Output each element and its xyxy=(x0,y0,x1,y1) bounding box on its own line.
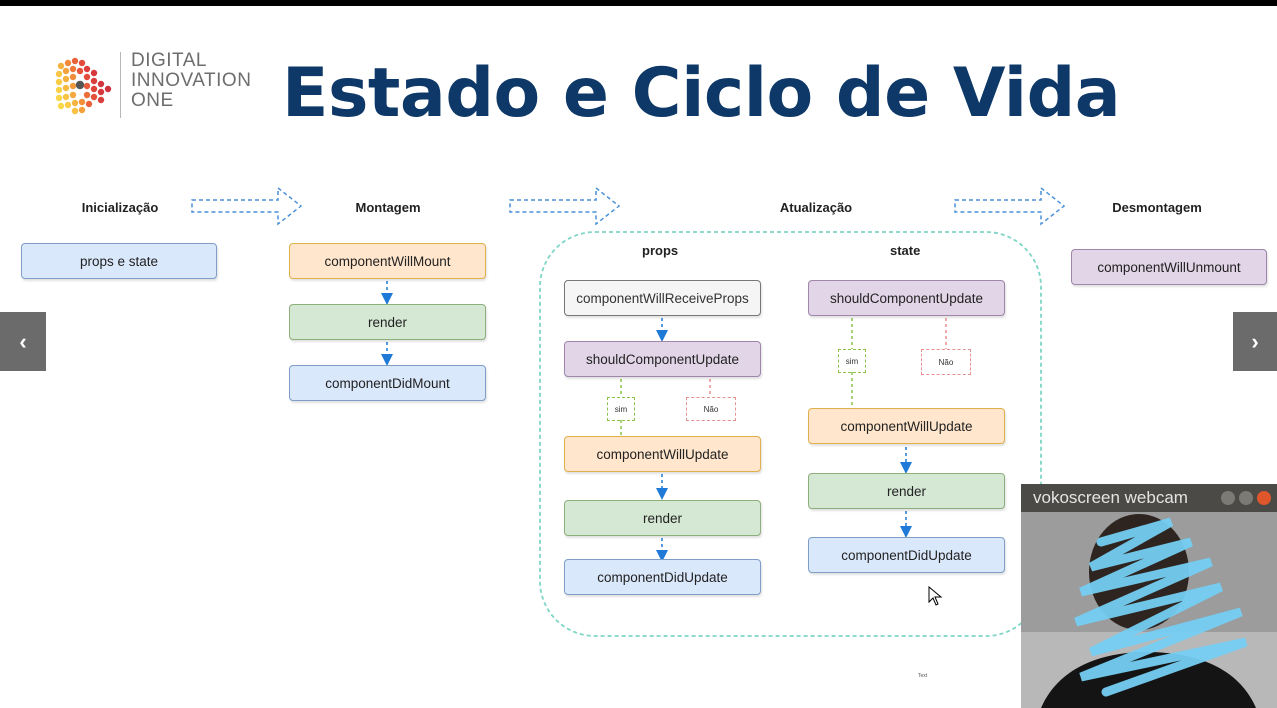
phase-label-mount: Montagem xyxy=(355,200,421,215)
state-box-should-update: shouldComponentUpdate xyxy=(808,280,1005,316)
props-box-should-update: shouldComponentUpdate xyxy=(564,341,761,377)
mount-box-render: render xyxy=(289,304,486,340)
slide-title: Estado e Ciclo de Vida xyxy=(282,54,1121,133)
webcam-title: vokoscreen webcam xyxy=(1033,488,1188,507)
props-box-will-receive-props: componentWillReceiveProps xyxy=(564,280,761,316)
update-props-label: props xyxy=(642,243,679,258)
logo-line-3: ONE xyxy=(131,90,174,111)
state-box-render: render xyxy=(808,473,1005,509)
diagram-connectors xyxy=(191,186,1066,637)
webcam-feed xyxy=(1021,512,1277,708)
close-icon[interactable] xyxy=(1257,491,1271,505)
mount-box-did-mount: componentDidMount xyxy=(289,365,486,401)
logo-line-2: INNOVATION xyxy=(131,70,252,91)
update-group-border xyxy=(539,231,1042,637)
webcam-titlebar[interactable]: vokoscreen webcam xyxy=(1021,484,1277,512)
props-sim-tag: sim xyxy=(607,397,635,421)
state-box-will-update: componentWillUpdate xyxy=(808,408,1005,444)
update-state-label: state xyxy=(890,243,921,258)
phase-label-init: Inicialização xyxy=(81,200,159,215)
props-box-did-update: componentDidUpdate xyxy=(564,559,761,595)
props-box-will-update: componentWillUpdate xyxy=(564,436,761,472)
logo-line-1: DIGITAL xyxy=(131,50,207,71)
phase-label-update: Atualização xyxy=(779,200,853,215)
logo-mark-icon xyxy=(55,57,112,115)
state-nao-tag: Não xyxy=(921,349,971,375)
phase-arrow-icon xyxy=(509,186,621,226)
state-box-did-update: componentDidUpdate xyxy=(808,537,1005,573)
props-nao-tag: Não xyxy=(686,397,736,421)
chevron-left-icon: ‹ xyxy=(19,328,27,354)
webcam-window[interactable]: vokoscreen webcam xyxy=(1021,484,1277,708)
mouse-cursor-icon xyxy=(928,586,943,606)
chevron-right-icon: › xyxy=(1251,328,1259,354)
slide: DIGITAL INNOVATION ONE Estado e Ciclo de… xyxy=(0,6,1277,708)
phase-label-unmount: Desmontagem xyxy=(1112,200,1202,215)
init-box: props e state xyxy=(21,243,217,279)
logo-divider xyxy=(120,52,121,118)
prev-slide-button[interactable]: ‹ xyxy=(0,312,46,371)
props-box-render: render xyxy=(564,500,761,536)
maximize-icon[interactable] xyxy=(1239,491,1253,505)
phase-arrow-icon xyxy=(191,186,303,226)
mount-box-will-mount: componentWillMount xyxy=(289,243,486,279)
state-sim-tag: sim xyxy=(838,349,866,373)
unmount-box: componentWillUnmount xyxy=(1071,249,1267,285)
phase-arrow-icon xyxy=(954,186,1066,226)
minimize-icon[interactable] xyxy=(1221,491,1235,505)
tiny-note: Text xyxy=(918,673,928,679)
logo-text: DIGITAL INNOVATION ONE xyxy=(131,51,251,111)
next-slide-button[interactable]: › xyxy=(1233,312,1277,371)
